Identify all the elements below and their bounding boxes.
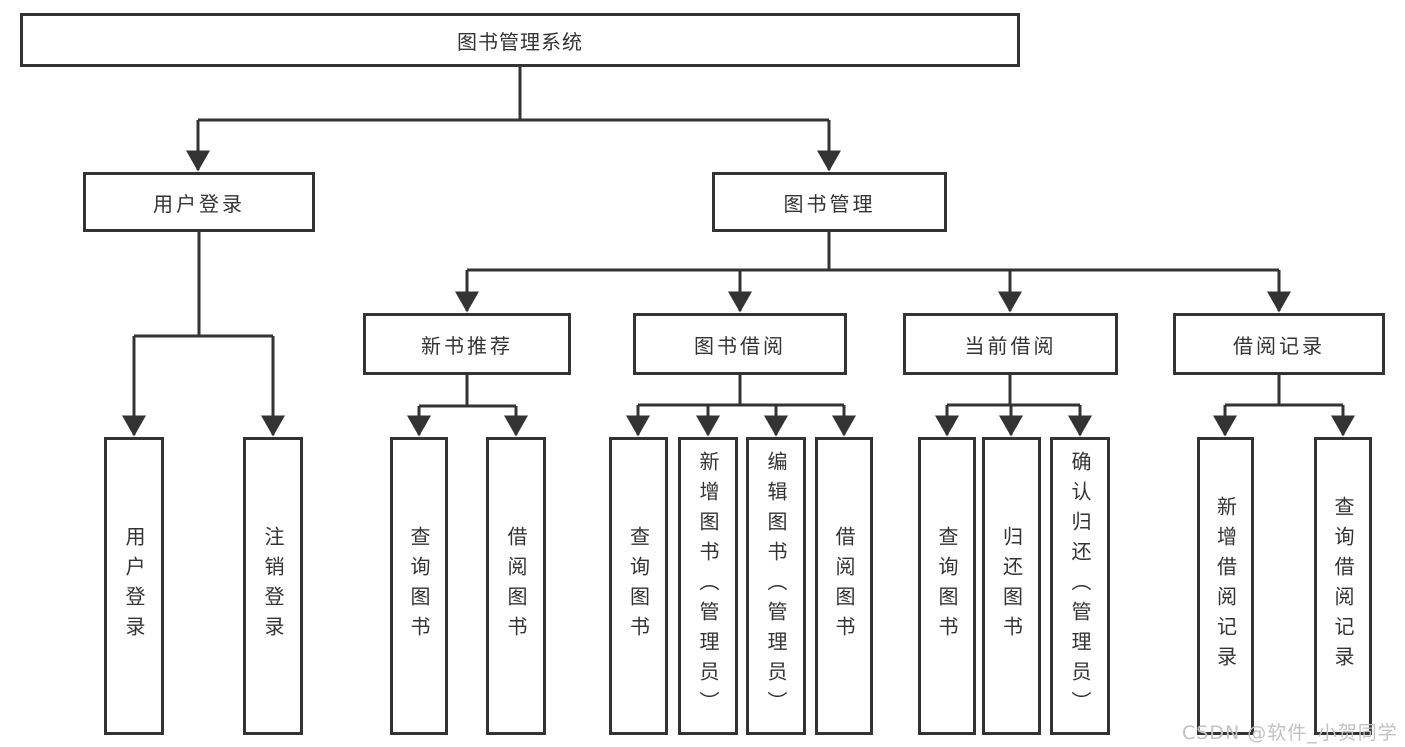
leaf-add-borrow-record: 新增借阅记录 — [1197, 437, 1254, 735]
watermark: CSDN @软件_小贺同学 — [1182, 722, 1398, 744]
leaf-rec-query-books: 查询图书 — [390, 437, 448, 735]
leaf-add-borrow-record-label: 新增借阅记录 — [1213, 496, 1238, 676]
leaf-current-query-books-label: 查询图书 — [935, 526, 959, 646]
node-root-label: 图书管理系统 — [457, 29, 583, 54]
node-user-login: 用户登录 — [83, 172, 315, 232]
leaf-edit-books-admin: 编辑图书（管理员） — [746, 437, 806, 735]
leaf-rec-borrow-books: 借阅图书 — [486, 437, 546, 735]
leaf-user-login-label: 用户登录 — [122, 526, 146, 646]
leaf-current-query-books: 查询图书 — [918, 437, 976, 735]
leaf-borrow-query-books: 查询图书 — [609, 437, 668, 735]
leaf-rec-borrow-books-label: 借阅图书 — [504, 526, 528, 646]
node-borrowing-records: 借阅记录 — [1173, 313, 1385, 375]
leaf-confirm-return-admin-label: 确认归还（管理员） — [1068, 451, 1092, 721]
leaf-return-books: 归还图书 — [982, 437, 1041, 735]
node-user-login-label: 用户登录 — [153, 191, 245, 216]
leaf-user-login: 用户登录 — [104, 437, 164, 735]
leaf-borrow-query-books-label: 查询图书 — [626, 526, 651, 646]
node-book-management-label: 图书管理 — [783, 191, 876, 216]
node-current-borrowing-label: 当前借阅 — [964, 333, 1057, 358]
leaf-logout: 注销登录 — [243, 437, 303, 735]
node-new-book-recommend: 新书推荐 — [363, 313, 571, 375]
node-current-borrowing: 当前借阅 — [903, 313, 1118, 375]
leaf-logout-label: 注销登录 — [261, 526, 285, 646]
node-root: 图书管理系统 — [20, 13, 1020, 67]
leaf-borrow-books-label: 借阅图书 — [832, 526, 856, 646]
leaf-query-borrow-record-label: 查询借阅记录 — [1331, 496, 1355, 676]
leaf-borrow-books: 借阅图书 — [815, 437, 873, 735]
leaf-return-books-label: 归还图书 — [999, 526, 1024, 646]
node-new-book-recommend-label: 新书推荐 — [421, 333, 513, 358]
leaf-add-books-admin: 新增图书（管理员） — [678, 437, 738, 735]
leaf-edit-books-admin-label: 编辑图书（管理员） — [764, 451, 788, 721]
leaf-confirm-return-admin: 确认归还（管理员） — [1050, 437, 1110, 735]
leaf-query-borrow-record: 查询借阅记录 — [1314, 437, 1372, 735]
leaf-rec-query-books-label: 查询图书 — [407, 526, 431, 646]
node-book-management: 图书管理 — [712, 172, 947, 232]
node-borrowing-records-label: 借阅记录 — [1233, 333, 1325, 358]
node-book-borrowing-label: 图书借阅 — [694, 333, 786, 358]
node-book-borrowing: 图书借阅 — [633, 313, 847, 375]
leaf-add-books-admin-label: 新增图书（管理员） — [696, 451, 720, 721]
